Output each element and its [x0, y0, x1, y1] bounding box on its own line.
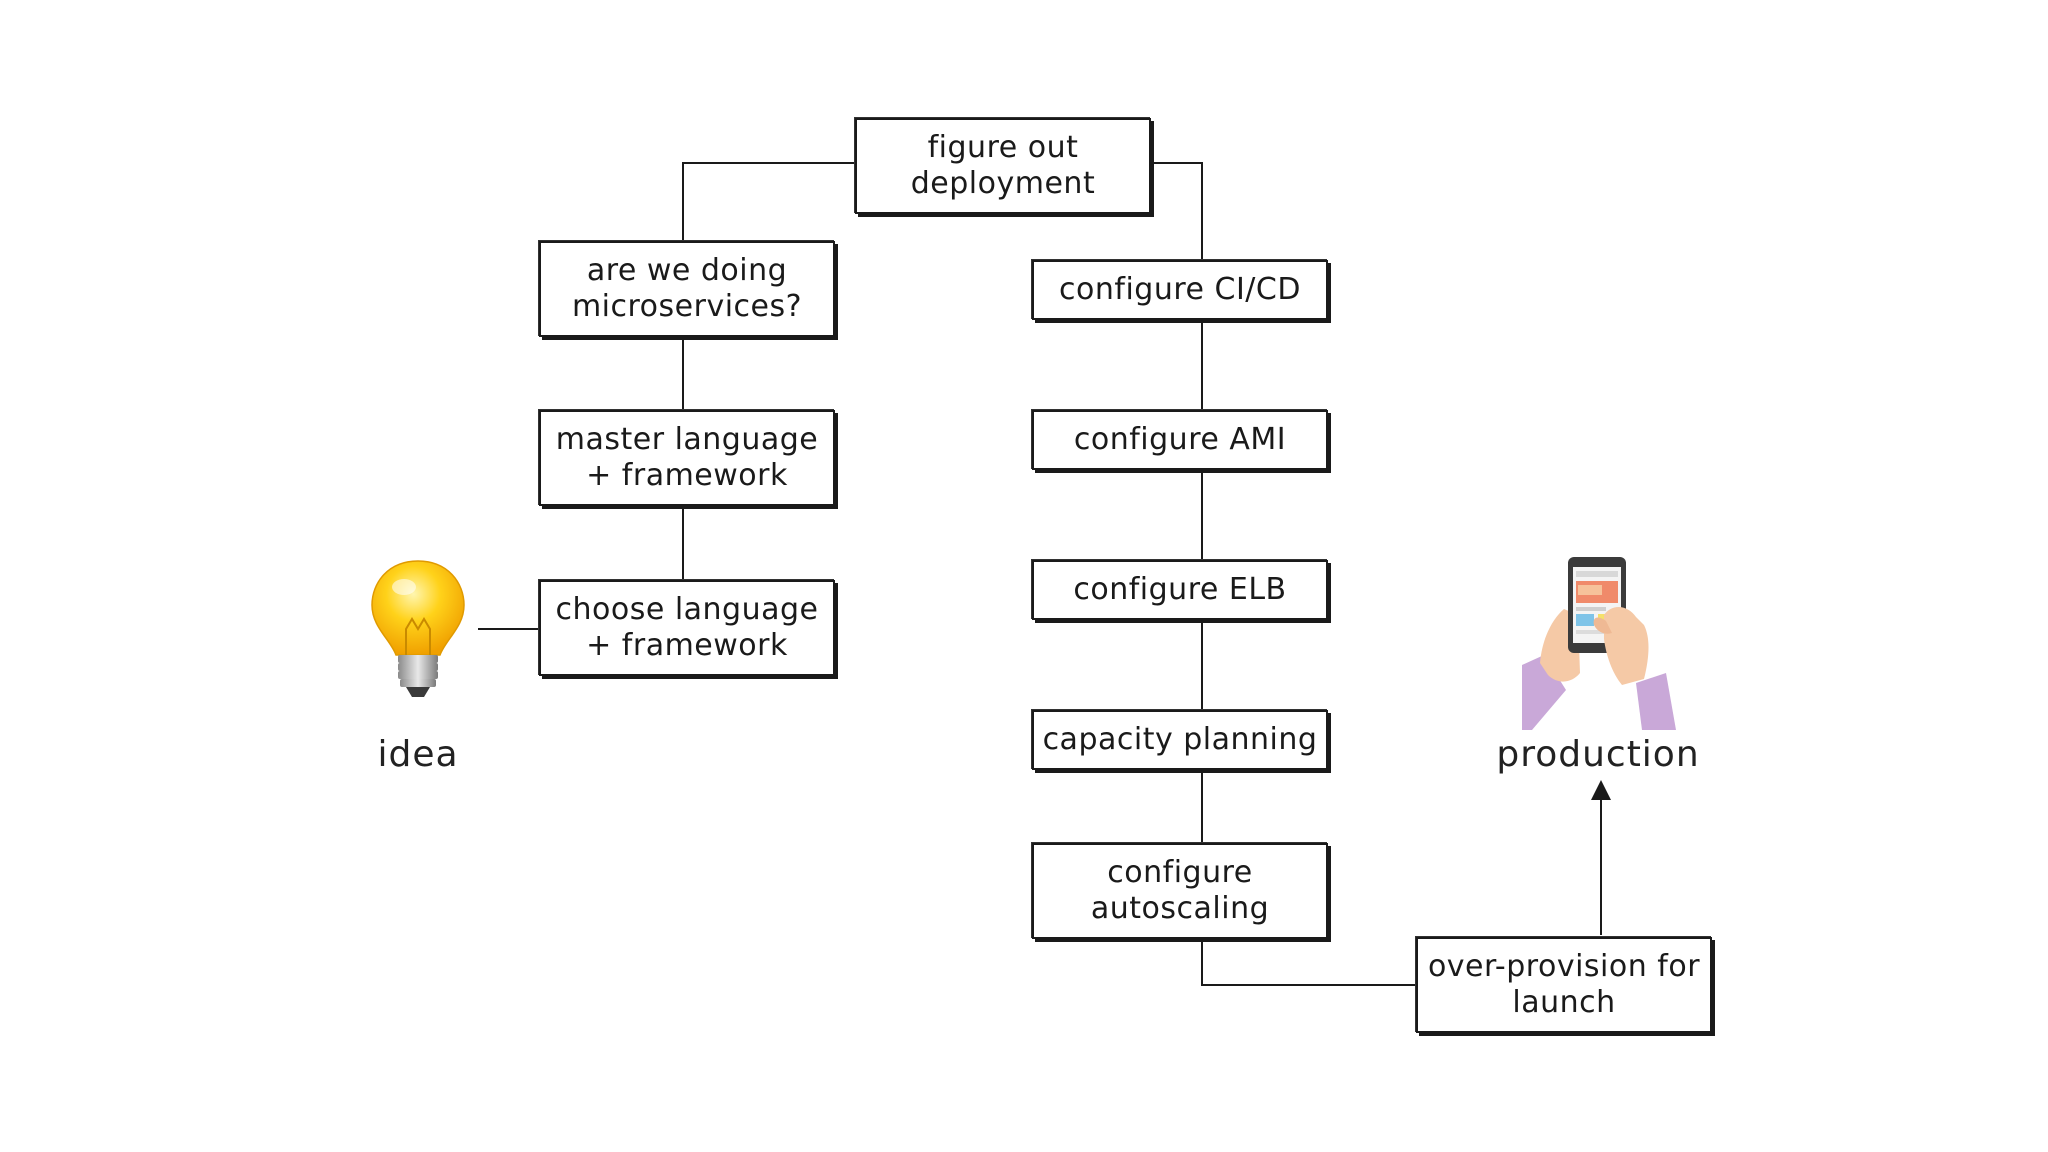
step-configure-ami: configure AMI [1032, 410, 1328, 470]
step-configure-autoscaling: configure autoscaling [1032, 843, 1328, 939]
step-figure-out-deployment: figure out deployment [855, 118, 1151, 214]
step-choose-language-framework: choose language + framework [539, 580, 835, 676]
step-over-provision-for-launch: over-provision for launch [1416, 937, 1712, 1033]
right-sleeve [1636, 673, 1676, 730]
light-bulb-icon [371, 560, 465, 697]
step-master-language-framework: master language + framework [539, 410, 835, 506]
production-label: production [1496, 734, 1700, 775]
connector-microservices-to-deployment [682, 162, 855, 241]
step-are-we-doing-microservices: are we doing microservices? [539, 241, 835, 337]
step-configure-ci-cd: configure CI/CD [1032, 260, 1328, 320]
connector-deployment-to-cicd [1150, 162, 1203, 260]
idea-label: idea [377, 734, 459, 775]
step-capacity-planning: capacity planning [1032, 710, 1328, 770]
connector-autoscaling-to-overprovision [1201, 940, 1416, 986]
step-configure-elb: configure ELB [1032, 560, 1328, 620]
hands-holding-phone-icon [1522, 557, 1676, 730]
